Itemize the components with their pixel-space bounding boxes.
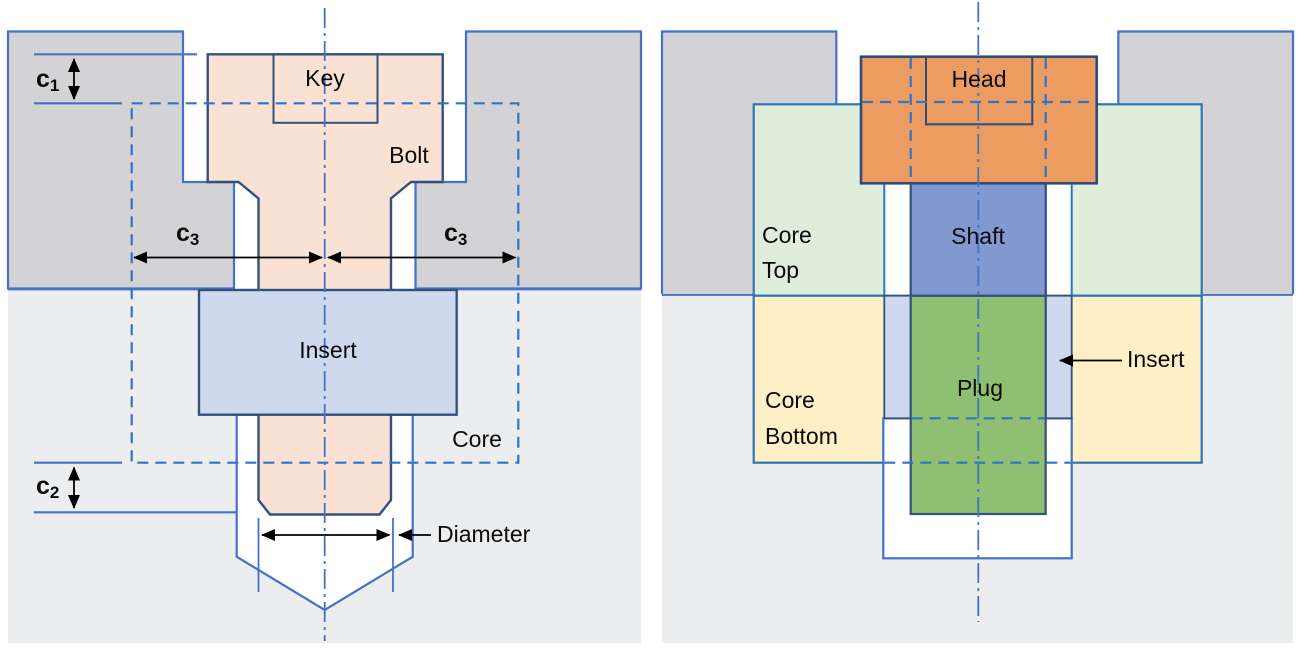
insert-strip-right (1044, 294, 1073, 420)
c3-left-label: c3 (176, 219, 199, 250)
core-bottom-label-line2: Bottom (765, 423, 838, 449)
shaft-label: Shaft (951, 223, 1005, 249)
upper-plate-right-outline (1117, 30, 1295, 294)
head-label: Head (952, 66, 1007, 92)
upper-plate-left-block-right-diagram (662, 31, 837, 294)
core-top-label-line2: Top (762, 257, 799, 283)
key-pocket-right (925, 55, 1034, 126)
left-diagram: Key Bolt Insert Core Diameter c1 c2 c3 c… (6, 8, 643, 643)
insert-label-right: Insert (1127, 346, 1185, 372)
c2-label: c2 (36, 472, 59, 503)
bolt-label: Bolt (389, 142, 429, 168)
core-top-label-line1: Core (762, 222, 812, 248)
c1-label: c1 (36, 65, 59, 96)
insert-block (197, 288, 458, 416)
diameter-label: Diameter (437, 521, 531, 547)
upper-plate-right-block-right-diagram (1118, 31, 1293, 294)
upper-plate-left-outline (660, 30, 838, 294)
right-diagram: Head Shaft Plug Core Top Core Bottom Ins… (660, 2, 1295, 643)
clearance-channel-left (883, 182, 912, 297)
plug-label: Plug (957, 375, 1003, 401)
insert-strip-left (883, 294, 912, 420)
core-label: Core (452, 426, 502, 452)
hidden-edges-plug (884, 417, 1071, 464)
key-label: Key (305, 65, 345, 91)
clearance-channel-right (1044, 182, 1073, 297)
upper-plate-right-block (414, 30, 643, 290)
core-bottom-label-line1: Core (765, 387, 815, 413)
insert-label-left: Insert (299, 337, 357, 363)
c3-right-label: c3 (444, 219, 467, 250)
